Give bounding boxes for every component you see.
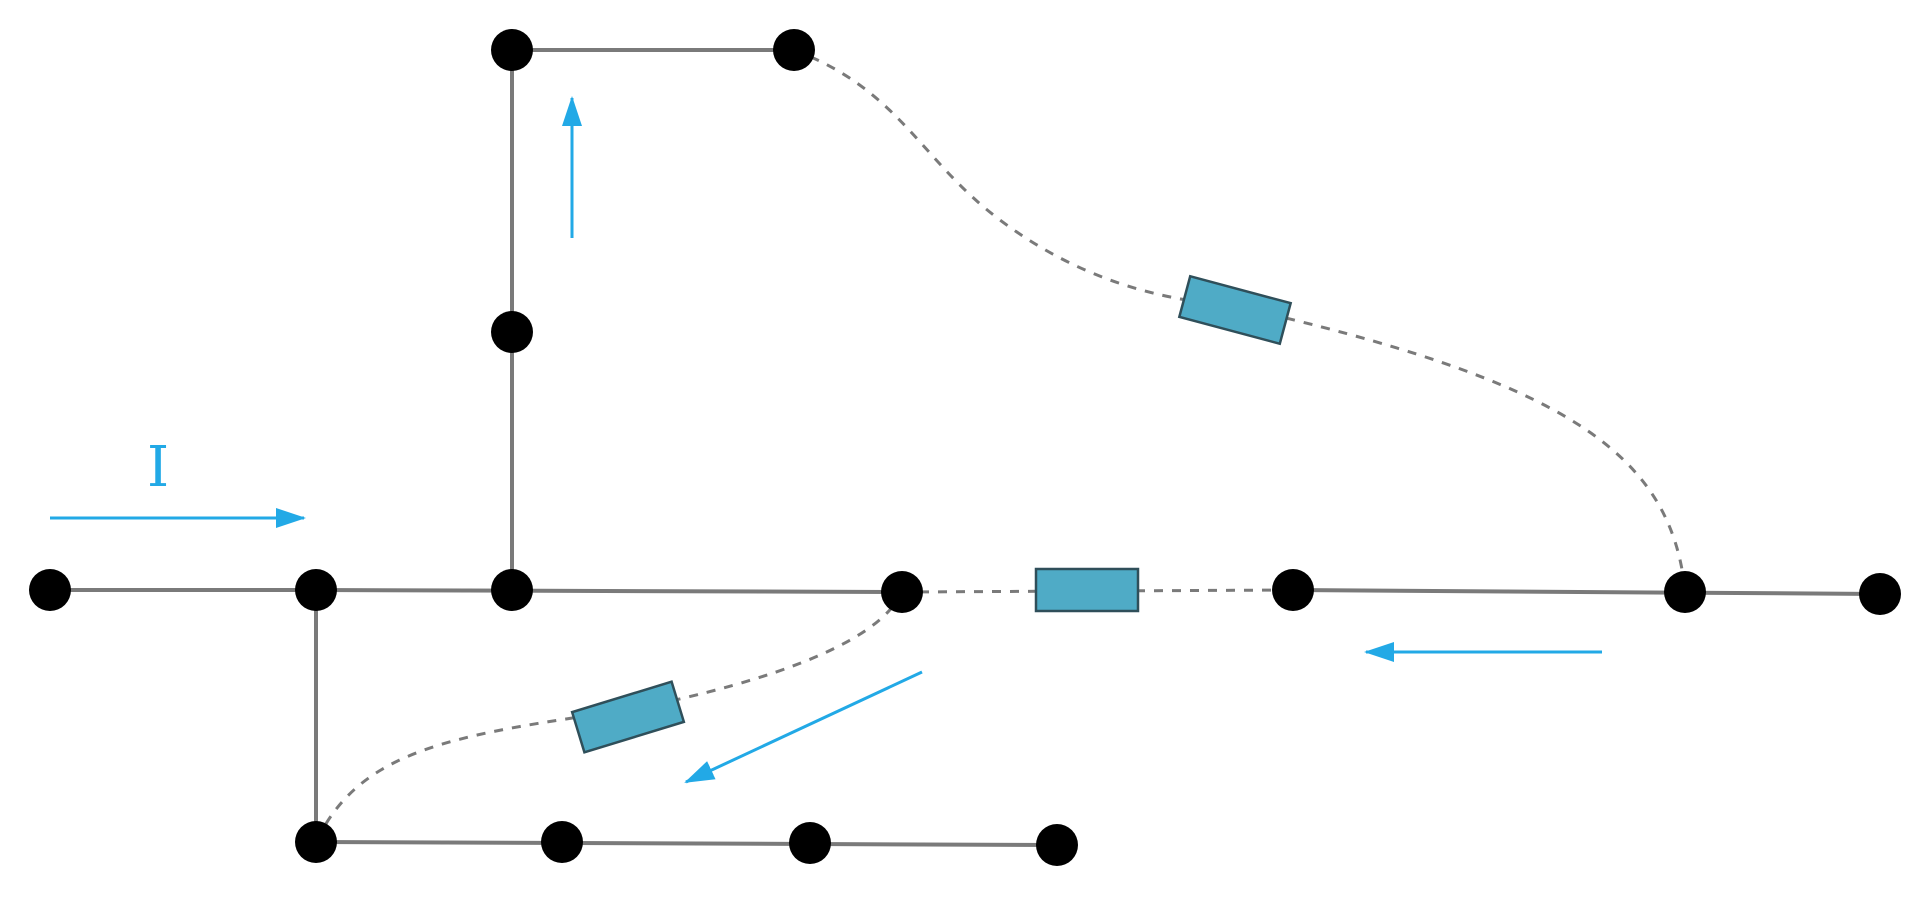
current-label: I	[147, 435, 169, 500]
node-bottom-left	[295, 821, 337, 863]
device-lower-left	[570, 680, 686, 754]
node-junction-center	[491, 569, 533, 611]
dashed-middle-line	[901, 588, 1294, 594]
device-middle	[1034, 567, 1140, 613]
node-junction-left	[295, 569, 337, 611]
solid-lines	[48, 48, 1882, 847]
arrow-down-left-icon	[684, 670, 923, 784]
dashed-lines	[314, 48, 1687, 843]
line-right-section	[1291, 588, 1882, 596]
node-far-right	[1859, 573, 1901, 615]
node-bottom-right	[1036, 824, 1078, 866]
node-far-left	[29, 569, 71, 611]
node-top-right	[773, 29, 815, 71]
node-center-right	[881, 571, 923, 613]
device-top-right	[1177, 274, 1293, 346]
node-bottom-third	[789, 822, 831, 864]
node-vertical-mid	[491, 311, 533, 353]
node-bottom-second	[541, 821, 583, 863]
node-right-junction	[1664, 571, 1706, 613]
node-top-left	[491, 29, 533, 71]
flow-arrows	[50, 96, 1602, 784]
devices	[570, 274, 1293, 754]
node-right-inner	[1272, 569, 1314, 611]
nodes	[29, 29, 1901, 866]
line-bottom-branch	[314, 840, 1059, 847]
line-main-center	[314, 588, 904, 594]
